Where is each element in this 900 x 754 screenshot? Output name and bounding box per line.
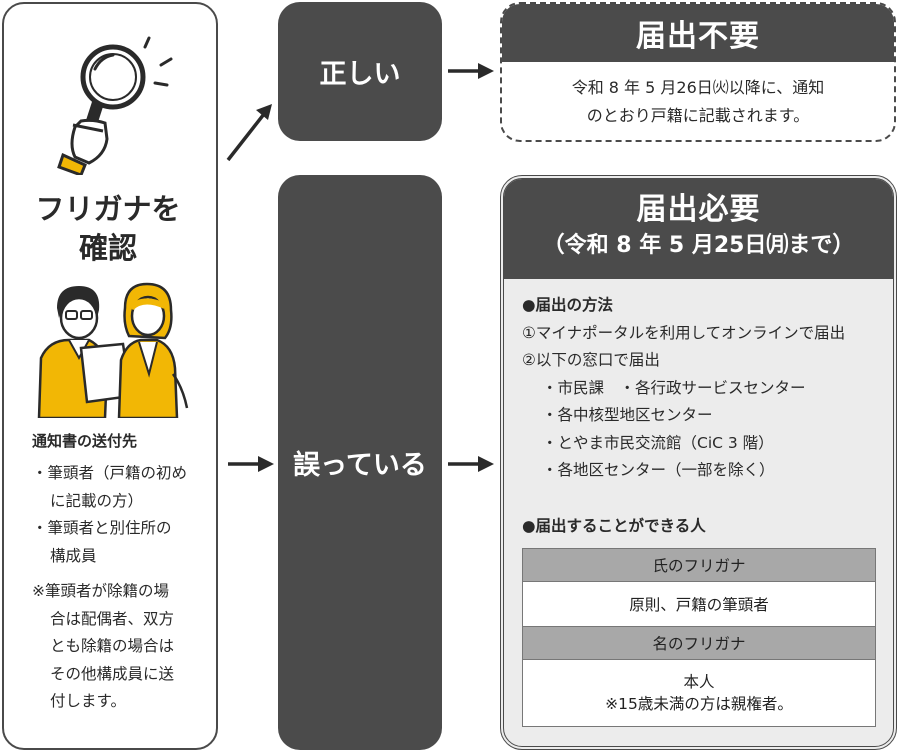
recipient-item: ・筆頭者と別住所の <box>32 519 172 537</box>
not-required-body-line: 令和 8 年 5 月26日㈫以降に、通知 <box>571 78 825 97</box>
not-required-title: 届出不要 <box>502 4 894 62</box>
title-line-2: 確認 <box>78 231 137 265</box>
note-line: 合は配偶者、双方 <box>50 609 175 628</box>
required-title: 届出必要 <box>636 192 761 227</box>
method-section: ●届出の方法 ①マイナポータルを利用してオンラインで届出 ②以下の窓口で届出 ・… <box>522 292 845 485</box>
table-header-surname: 氏のフリガナ <box>522 548 876 582</box>
table-header-given-name: 名のフリガナ <box>522 626 876 660</box>
note-line: 付します。 <box>50 692 126 710</box>
who-heading-text: ●届出することができる人 <box>522 517 706 535</box>
who-table: 氏のフリガナ 原則、戸籍の筆頭者 名のフリガナ 本人 ※15歳未満の方は親権者。 <box>522 548 876 727</box>
table-cell-line: 本人 <box>683 673 715 691</box>
recipient-item-cont: 構成員 <box>50 546 97 565</box>
note-block: ※筆頭者が除籍の場 合は配偶者、双方 とも除籍の場合は その他構成員に送 付しま… <box>32 578 174 716</box>
who-heading: ●届出することができる人 <box>522 513 706 541</box>
method-window: ②以下の窓口で届出 <box>522 351 660 369</box>
not-required-panel: 届出不要 令和 8 年 5 月26日㈫以降に、通知 のとおり戸籍に記載されます。 <box>500 2 896 142</box>
window-item: ・市民課 ・各行政サービスセンター <box>542 378 806 397</box>
table-cell-surname: 原則、戸籍の筆頭者 <box>522 581 876 627</box>
recipient-item-cont: に記載の方） <box>50 491 144 510</box>
arrow-right-icon <box>448 63 494 79</box>
note-line: ※筆頭者が除籍の場 <box>32 582 169 600</box>
method-online: ①マイナポータルを利用してオンラインで届出 <box>522 323 846 342</box>
arrow-right-icon <box>448 456 494 472</box>
notice-heading: 通知書の送付先 <box>32 432 138 450</box>
note-line: とも除籍の場合は <box>50 637 175 655</box>
branch-correct: 正しい <box>278 2 442 141</box>
required-deadline: （令和 8 年 5 月25日㈪まで） <box>542 233 855 258</box>
left-title: フリガナを 確認 <box>0 190 216 268</box>
magnifier-in-hand-icon <box>57 36 173 175</box>
arrow-right-icon <box>228 456 274 472</box>
table-cell-line: ※15歳未満の方は親権者。 <box>605 695 793 713</box>
not-required-body: 令和 8 年 5 月26日㈫以降に、通知 のとおり戸籍に記載されます。 <box>502 62 894 130</box>
recipient-list: ・筆頭者（戸籍の初め に記載の方） ・筆頭者と別住所の 構成員 <box>32 460 187 570</box>
branch-incorrect: 誤っている <box>278 175 442 750</box>
title-line-1: フリガナを <box>35 192 181 226</box>
window-item: ・各地区センター（一部を除く） <box>542 461 775 479</box>
two-people-reading-illustration <box>37 282 189 418</box>
recipient-item: ・筆頭者（戸籍の初め <box>32 464 188 482</box>
window-item: ・とやま市民交流館（CiC 3 階） <box>542 433 774 452</box>
method-heading: ●届出の方法 <box>522 296 614 314</box>
table-cell-given-name: 本人 ※15歳未満の方は親権者。 <box>522 659 876 727</box>
required-header: 届出必要 （令和 8 年 5 月25日㈪まで） <box>504 179 893 279</box>
not-required-body-line: のとおり戸籍に記載されます。 <box>586 106 810 125</box>
arrow-up-right-icon <box>226 104 272 162</box>
note-line: その他構成員に送 <box>50 664 175 683</box>
window-item: ・各中核型地区センター <box>542 406 713 424</box>
